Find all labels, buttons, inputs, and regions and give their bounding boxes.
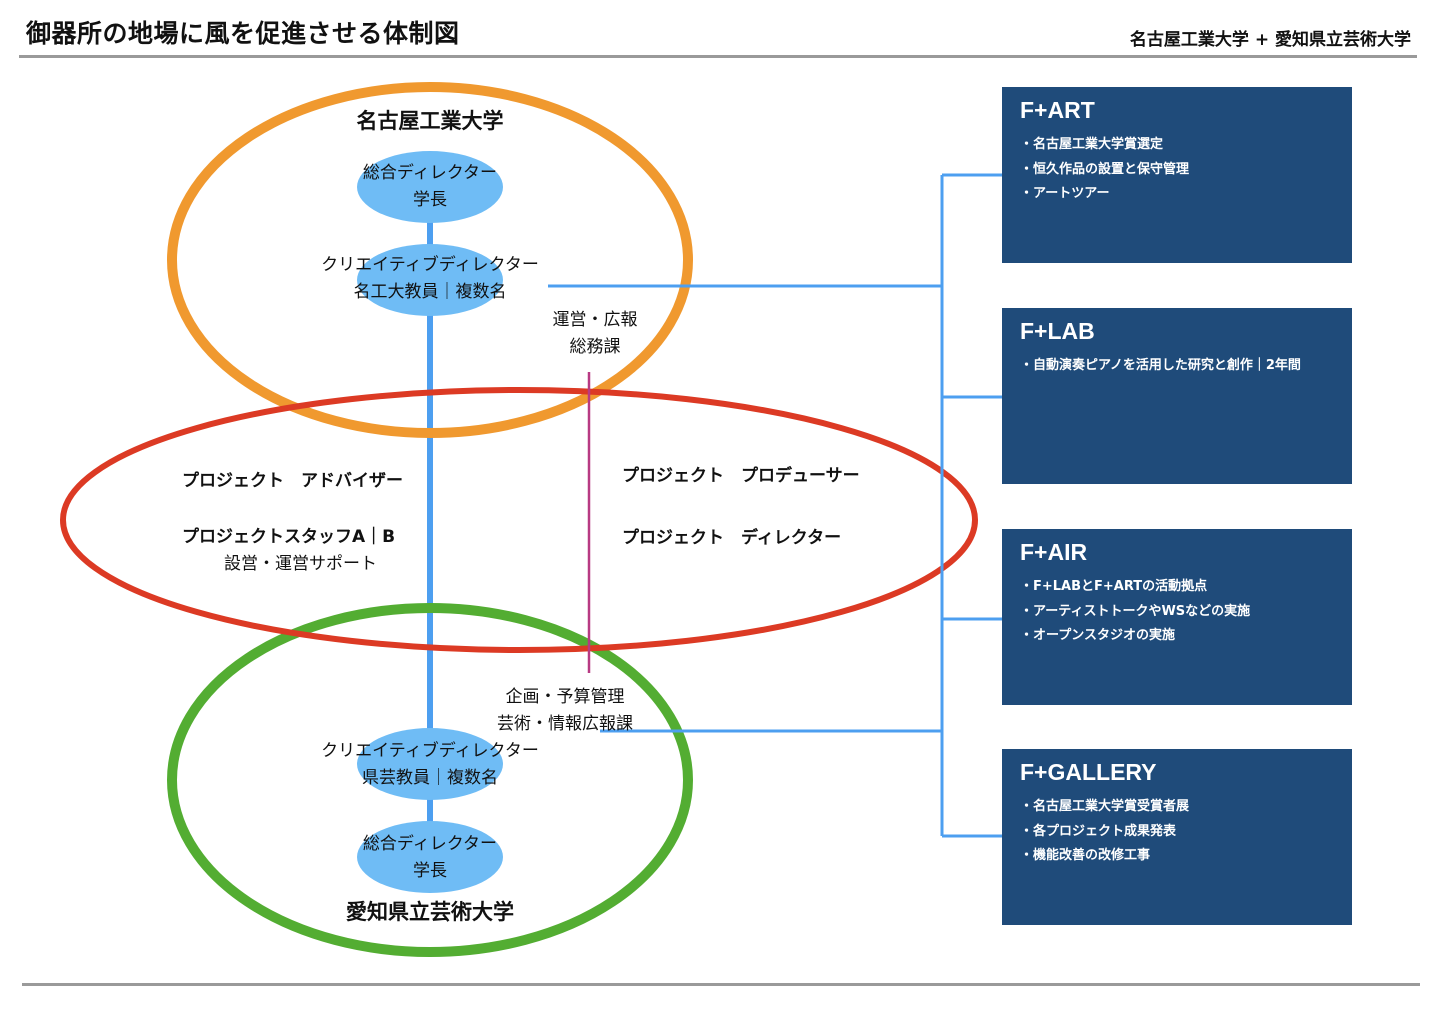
program-title: F+AIR bbox=[1020, 539, 1088, 565]
page-title: 御器所の地場に風を促進させる体制図 bbox=[26, 19, 460, 48]
program-title: F+LAB bbox=[1020, 318, 1095, 344]
nit-creative-director-label: クリエイティブディレクター 名工大教員｜複数名 bbox=[300, 252, 560, 306]
aichi-admin-line1: 企画・予算管理 bbox=[505, 687, 625, 707]
aichi-ring bbox=[167, 603, 693, 957]
aichi-general-director-node bbox=[357, 821, 503, 893]
program-item: ・機能改善の改修工事 bbox=[1020, 848, 1151, 863]
nit-name: 名古屋工業大学 bbox=[356, 109, 504, 133]
aichi-cd-person: 県芸教員｜複数名 bbox=[362, 768, 498, 788]
program-item: ・アートツアー bbox=[1020, 186, 1110, 201]
project-director: プロジェクト ディレクター bbox=[622, 528, 842, 548]
project-staff: プロジェクトスタッフA｜B bbox=[182, 527, 396, 547]
project-producer: プロジェクト プロデューサー bbox=[622, 466, 860, 486]
program-item: ・アーティストトークやWSなどの実施 bbox=[1020, 603, 1251, 619]
program-box-f-lab: F+LAB ・自動演奏ピアノを活用した研究と創作｜2年間 bbox=[1002, 308, 1352, 484]
program-title: F+ART bbox=[1020, 97, 1095, 123]
nit-general-director-node bbox=[357, 151, 503, 223]
aichi-name: 愛知県立芸術大学 bbox=[346, 900, 514, 924]
project-advisor: プロジェクト アドバイザー bbox=[182, 471, 403, 491]
nit-general-director-label: 総合ディレクター 学長 bbox=[330, 160, 530, 214]
program-box-f-art: F+ART ・名古屋工業大学賞選定 ・恒久作品の設置と保守管理 ・アートツアー bbox=[1002, 87, 1352, 263]
program-item: ・名古屋工業大学賞選定 bbox=[1020, 137, 1164, 152]
header-divider bbox=[19, 55, 1417, 58]
program-box-f-air: F+AIR ・F+LABとF+ARTの活動拠点 ・アーティストトークやWSなどの… bbox=[1002, 529, 1352, 705]
program-box-f-gallery: F+GALLERY ・名古屋工業大学賞受賞者展 ・各プロジェクト成果発表 ・機能… bbox=[1002, 749, 1352, 925]
project-staff-desc: 設営・運営サポート bbox=[224, 554, 377, 574]
nit-admin-line2: 総務課 bbox=[569, 337, 621, 357]
footer-divider bbox=[22, 983, 1420, 986]
aichi-gd-role: 総合ディレクター bbox=[362, 834, 498, 854]
program-item: ・名古屋工業大学賞受賞者展 bbox=[1020, 799, 1190, 814]
aichi-creative-director-label: クリエイティブディレクター 県芸教員｜複数名 bbox=[300, 738, 560, 792]
page-subtitle: 名古屋工業大学 + 愛知県立芸術大学 bbox=[1129, 30, 1411, 50]
aichi-gd-person: 学長 bbox=[413, 861, 447, 881]
program-item: ・F+LABとF+ARTの活動拠点 bbox=[1020, 579, 1208, 594]
nit-cd-role: クリエイティブディレクター bbox=[321, 255, 539, 275]
aichi-creative-director-node bbox=[357, 728, 503, 800]
aichi-admin-label: 企画・予算管理 芸術・情報広報課 bbox=[480, 684, 650, 738]
nit-gd-person: 学長 bbox=[413, 190, 447, 210]
nit-admin-label: 運営・広報 総務課 bbox=[535, 307, 655, 361]
program-item: ・各プロジェクト成果発表 bbox=[1020, 823, 1177, 839]
program-title: F+GALLERY bbox=[1020, 759, 1157, 785]
program-item: ・オープンスタジオの実施 bbox=[1020, 628, 1175, 643]
nit-gd-role: 総合ディレクター bbox=[362, 163, 498, 183]
program-item: ・自動演奏ピアノを活用した研究と創作｜2年間 bbox=[1020, 358, 1301, 373]
aichi-admin-line2: 芸術・情報広報課 bbox=[497, 714, 633, 734]
nit-admin-line1: 運営・広報 bbox=[552, 310, 638, 330]
program-item: ・恒久作品の設置と保守管理 bbox=[1020, 161, 1190, 177]
nit-creative-director-node bbox=[357, 244, 503, 316]
aichi-cd-role: クリエイティブディレクター bbox=[321, 741, 539, 761]
nit-cd-person: 名工大教員｜複数名 bbox=[353, 282, 507, 302]
nit-ring bbox=[167, 82, 693, 438]
aichi-general-director-label: 総合ディレクター 学長 bbox=[330, 831, 530, 885]
program-connectors bbox=[548, 173, 1003, 838]
project-ring bbox=[60, 387, 978, 653]
